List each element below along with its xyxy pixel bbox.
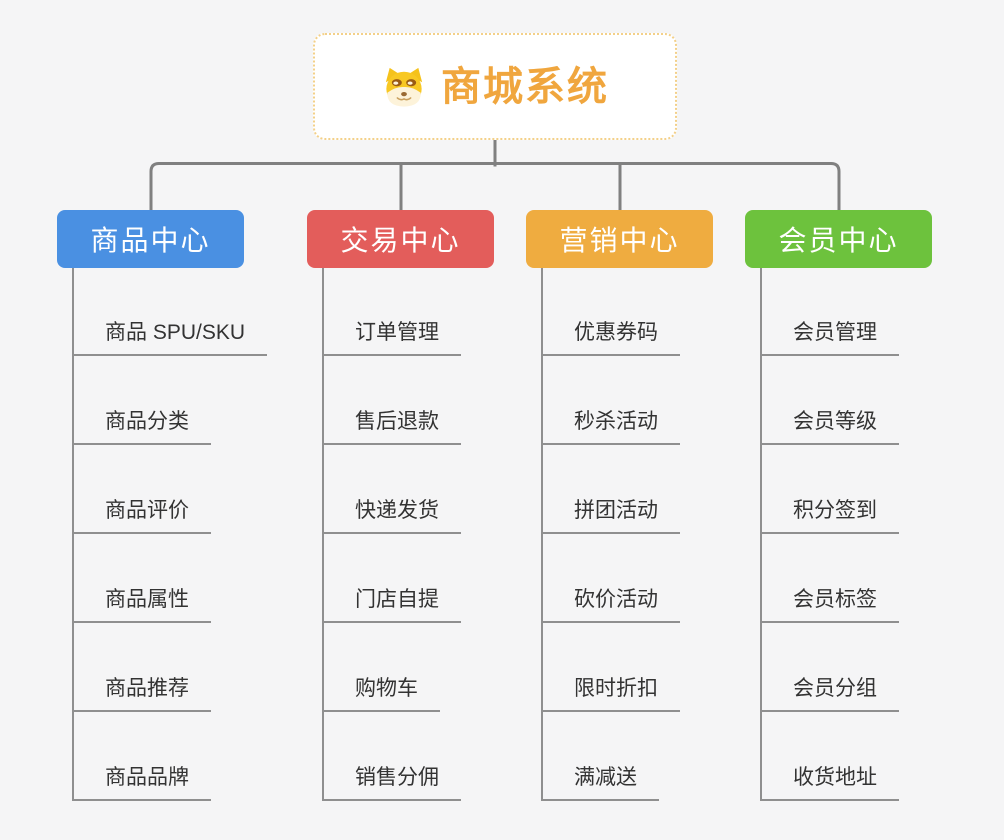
branch-item[interactable]: 购物车 xyxy=(322,674,440,712)
branch-item[interactable]: 快递发货 xyxy=(322,496,461,534)
branch-item[interactable]: 拼团活动 xyxy=(541,496,680,534)
branch-item[interactable]: 优惠券码 xyxy=(541,318,680,356)
branch-item[interactable]: 商品评价 xyxy=(72,496,211,534)
branch-item[interactable]: 销售分佣 xyxy=(322,763,461,801)
root-title: 商城系统 xyxy=(441,64,609,109)
branch-item[interactable]: 售后退款 xyxy=(322,407,461,445)
branch-spine xyxy=(541,268,543,801)
branch-item[interactable]: 会员等级 xyxy=(760,407,899,445)
branch-item[interactable]: 商品属性 xyxy=(72,585,211,623)
doge-icon xyxy=(381,66,427,108)
branch-spine xyxy=(760,268,762,801)
branch-item[interactable]: 商品 SPU/SKU xyxy=(72,318,268,356)
branch-header[interactable]: 会员中心 xyxy=(745,210,932,268)
branch-header[interactable]: 营销中心 xyxy=(526,210,713,268)
branch-item[interactable]: 订单管理 xyxy=(322,318,461,356)
branch-header[interactable]: 交易中心 xyxy=(307,210,494,268)
branch-item[interactable]: 会员标签 xyxy=(760,585,899,623)
root-node[interactable]: 商城系统 xyxy=(313,33,677,140)
branch-item[interactable]: 商品品牌 xyxy=(72,763,211,801)
branch-item[interactable]: 秒杀活动 xyxy=(541,407,680,445)
branch-item[interactable]: 限时折扣 xyxy=(541,674,680,712)
branch-spine xyxy=(72,268,74,801)
branch-spine xyxy=(322,268,324,801)
branch-header[interactable]: 商品中心 xyxy=(57,210,244,268)
branch-item[interactable]: 商品分类 xyxy=(72,407,211,445)
branch-item[interactable]: 会员分组 xyxy=(760,674,899,712)
branch-item[interactable]: 满减送 xyxy=(541,763,659,801)
branch-item[interactable]: 会员管理 xyxy=(760,318,899,356)
branch-item[interactable]: 砍价活动 xyxy=(541,585,680,623)
branch-item[interactable]: 门店自提 xyxy=(322,585,461,623)
branch-item[interactable]: 商品推荐 xyxy=(72,674,211,712)
branch-item[interactable]: 积分签到 xyxy=(760,496,899,534)
branch-item[interactable]: 收货地址 xyxy=(760,763,899,801)
